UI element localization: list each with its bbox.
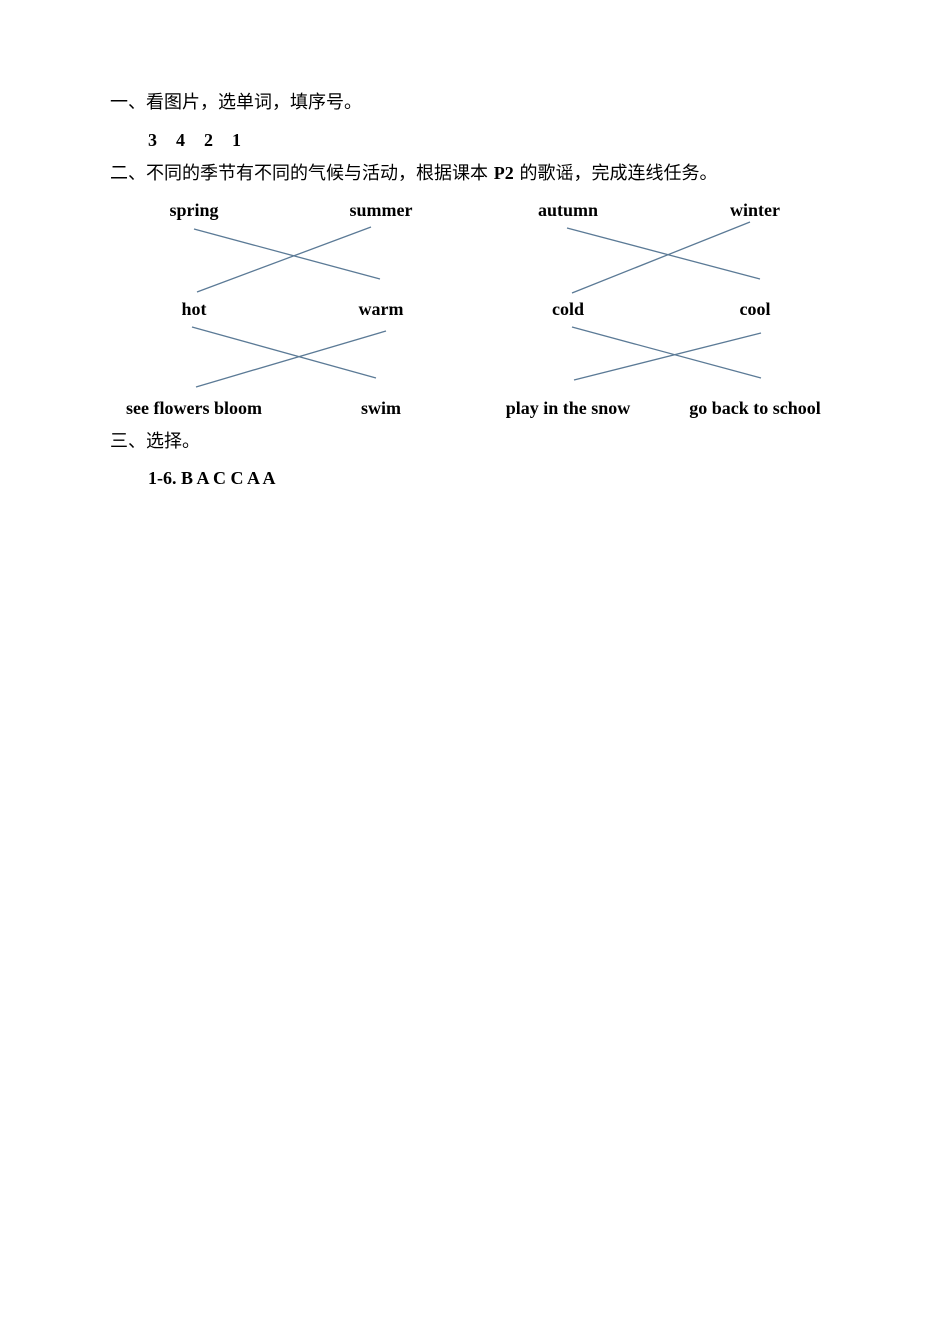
season-spring: spring	[169, 200, 219, 220]
answer-3: 2	[204, 130, 213, 150]
section3-heading: 三、选择。	[110, 431, 200, 452]
section3-answer: 1-6. B A C C A A	[148, 468, 276, 488]
weather-warm: warm	[358, 299, 404, 319]
section1-heading: 一、看图片，选单词，填序号。	[110, 92, 362, 113]
activity-see-flowers-bloom: see flowers bloom	[126, 398, 262, 418]
line-warm-see-flowers	[195, 330, 387, 388]
weather-cool: cool	[739, 299, 771, 319]
answer-2: 4	[176, 130, 185, 150]
activity-play-in-the-snow: play in the snow	[505, 398, 631, 418]
line-cool-play-in-snow	[573, 332, 762, 381]
section2-heading-pre: 二、不同的季节有不同的气候与活动，根据课本	[110, 163, 494, 184]
line-hot-swim	[191, 326, 377, 379]
season-autumn: autumn	[537, 200, 599, 220]
weather-cold: cold	[551, 299, 585, 319]
season-winter: winter	[730, 200, 780, 220]
line-spring-warm	[193, 228, 381, 280]
line-cold-go-back-to-school	[571, 326, 762, 379]
line-autumn-cool	[566, 227, 761, 280]
section2-heading-post: 的歌谣，完成连线任务。	[513, 163, 718, 184]
activity-go-back-to-school: go back to school	[689, 398, 821, 418]
activity-swim: swim	[361, 398, 401, 418]
answer-1: 3	[148, 130, 157, 150]
season-summer: summer	[349, 200, 413, 220]
line-summer-hot	[196, 226, 372, 293]
weather-hot: hot	[181, 299, 207, 319]
section2-heading: 二、不同的季节有不同的气候与活动，根据课本 P2 的歌谣，完成连线任务。	[110, 162, 717, 185]
answer-4: 1	[232, 130, 241, 150]
line-winter-cold	[571, 221, 751, 294]
section2-heading-ref: P2	[493, 163, 514, 183]
